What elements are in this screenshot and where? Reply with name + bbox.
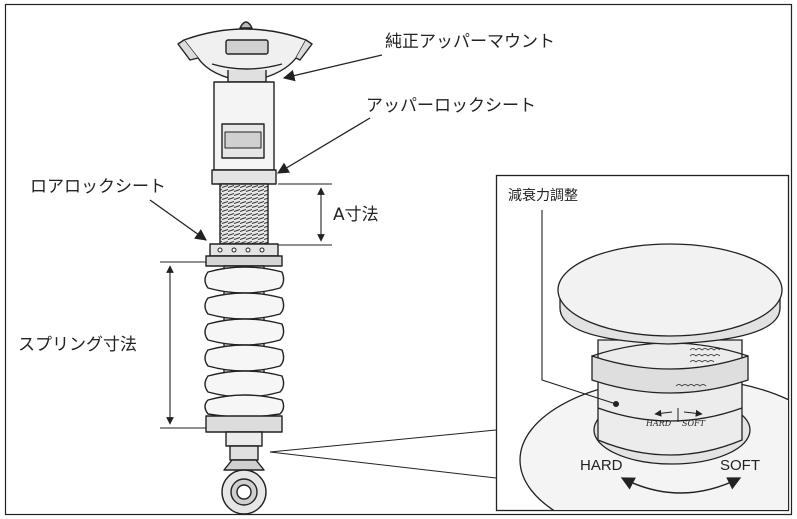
knob-direction-arrows xyxy=(654,408,703,422)
rotation-arrow xyxy=(620,477,742,494)
knob-soft-label: SOFT xyxy=(682,419,705,428)
coil-spring xyxy=(204,266,285,418)
damping-leader xyxy=(541,210,620,408)
upper-lock-seat-leader xyxy=(276,117,371,174)
upper-lock-seat xyxy=(211,169,277,185)
lower-lock-seat-holes xyxy=(217,247,265,253)
upper-mount-label: 純正アッパーマウント xyxy=(385,32,555,52)
spring-seat xyxy=(205,255,283,267)
dimension-lines xyxy=(160,183,332,429)
leader-lines xyxy=(149,54,383,241)
outer-border xyxy=(4,3,793,516)
soft-label: SOFT xyxy=(720,457,760,474)
detail-inset xyxy=(495,174,790,512)
lower-lock-seat-leader xyxy=(149,199,207,241)
callout-lines xyxy=(269,429,497,479)
upper-mount-leader xyxy=(282,54,383,82)
top-cap xyxy=(557,243,783,337)
knob-body xyxy=(597,339,743,456)
upper-mount xyxy=(177,21,313,83)
threaded-body xyxy=(219,183,269,245)
upper-lock-seat-label: アッパーロックシート xyxy=(366,96,536,116)
hard-label: HARD xyxy=(580,457,623,474)
a-dimension-label: A寸法 xyxy=(333,205,379,225)
adjuster-ring xyxy=(591,355,749,394)
lower-lock-seat-label: ロアロックシート xyxy=(30,177,166,197)
coilover-assembly xyxy=(177,21,313,515)
damping-adjust-label: 減衰力調整 xyxy=(508,188,578,204)
lower-spring-seat xyxy=(205,415,283,433)
spring-dimension-label: スプリング寸法 xyxy=(18,335,137,355)
knurl-marks xyxy=(675,348,721,387)
lower-eye xyxy=(221,445,267,515)
knob-hard-label: HARD xyxy=(646,419,672,428)
